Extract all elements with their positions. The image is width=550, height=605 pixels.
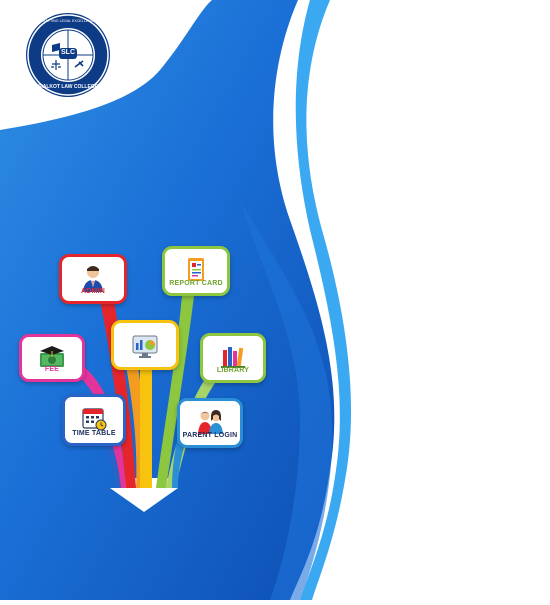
admin-label: ADMIN <box>81 288 105 295</box>
report-card-icon <box>165 255 227 285</box>
blue-wave-main <box>0 0 335 600</box>
parent-login-card[interactable]: PARENT LOGIN <box>177 398 243 448</box>
dashboard-icon <box>114 332 176 362</box>
admin-icon <box>62 263 124 293</box>
arrow-head <box>110 488 178 512</box>
logo-initials: SLC <box>61 49 75 56</box>
parent-icon <box>180 407 240 437</box>
fee-card[interactable]: FEE <box>19 334 85 382</box>
time-table-card[interactable]: TIME TABLE <box>62 394 126 446</box>
admin-card[interactable]: ADMIN <box>59 254 127 304</box>
fee-label: FEE <box>44 366 60 373</box>
blue-wave-highlight <box>240 200 333 600</box>
calendar-icon <box>65 403 123 433</box>
library-label: LIBRARY <box>216 367 250 374</box>
fee-icon <box>22 343 82 373</box>
time-table-label: TIME TABLE <box>72 430 116 437</box>
library-icon <box>203 342 263 372</box>
parent-login-label: PARENT LOGIN <box>182 432 238 439</box>
report-card-label: REPORT CARD <box>169 280 223 287</box>
dashboard-card[interactable] <box>111 320 179 370</box>
college-logo[interactable]: SLC SIALKOT LAW COLLEGE CRAFTING LEGAL E… <box>25 12 111 98</box>
logo-ring-text: SIALKOT LAW COLLEGE <box>38 84 98 90</box>
logo-motto: CRAFTING LEGAL EXCELLENCE <box>40 19 96 23</box>
library-card[interactable]: LIBRARY <box>200 333 266 383</box>
report-card-card[interactable]: REPORT CARD <box>162 246 230 296</box>
blue-stripe <box>295 0 352 600</box>
